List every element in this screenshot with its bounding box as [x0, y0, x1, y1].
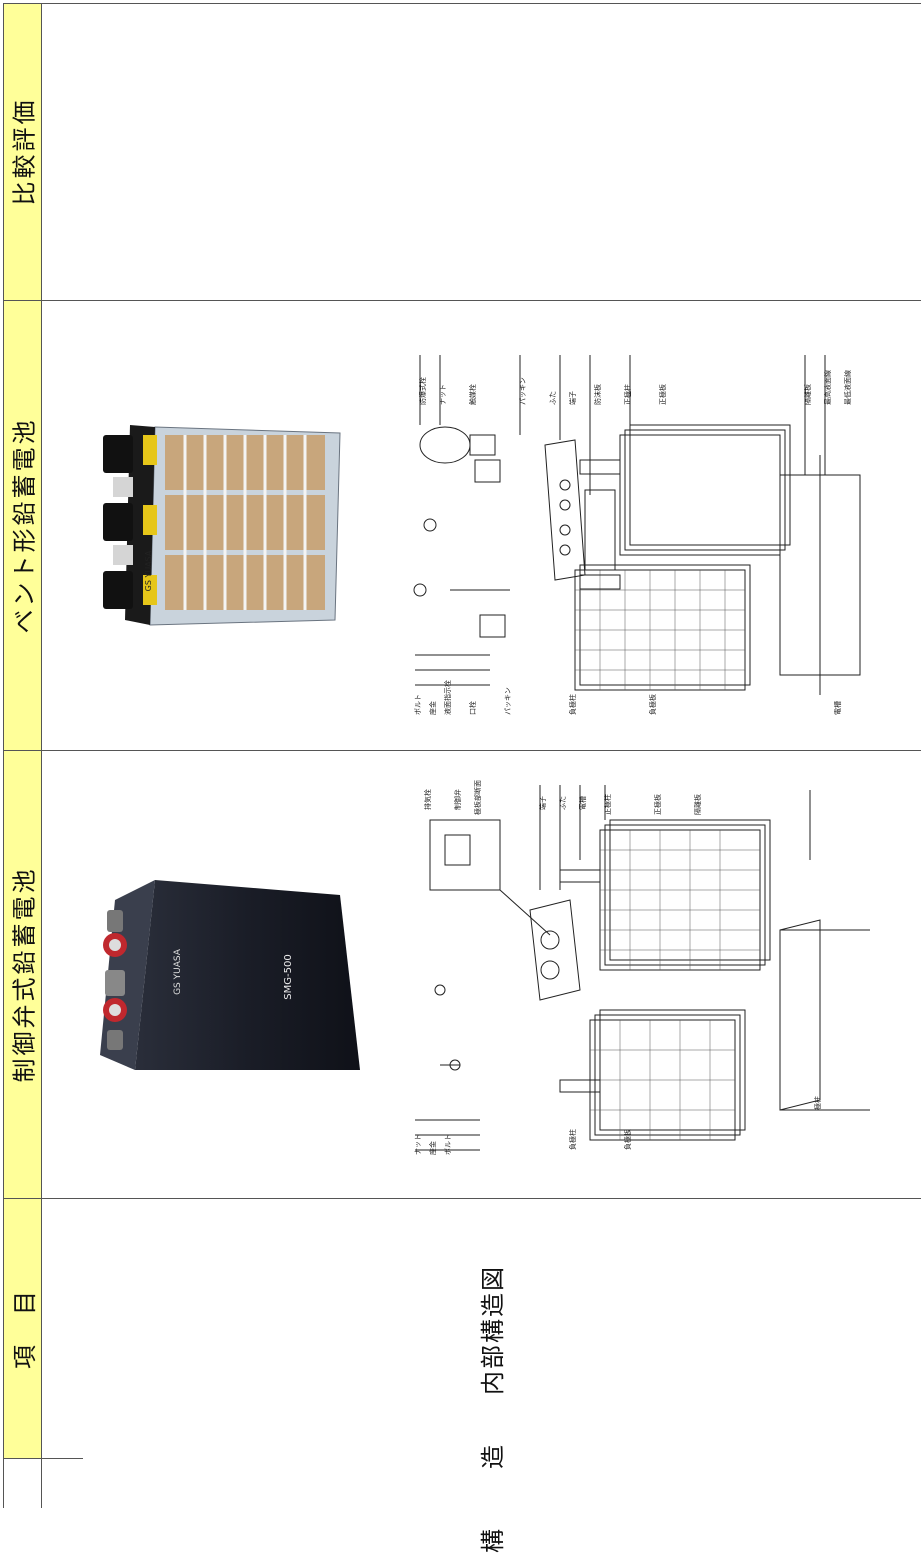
vrla-exploded-diagram-label: 正極柱: [603, 794, 612, 815]
vrla-terminal-icon: [103, 910, 127, 1050]
vrla-exploded-diagram-label: ナット: [414, 1134, 422, 1155]
vrla-exploded-diagram-label: 負極板: [623, 1129, 632, 1150]
vented-plate-stack-2: [574, 564, 751, 691]
header-item-label: 項 目: [10, 1287, 39, 1369]
vented-exploded-diagram-label: 防沫板: [593, 384, 602, 405]
vented-exploded-diagram-label: 座金: [428, 701, 437, 715]
vented-exploded-diagram: ボルト座金液面指示栓口栓パッキン負極柱負極板電槽防爆式栓ナット触媒栓パッキンふた…: [400, 345, 880, 725]
vrla-exploded-diagram-label: 端子: [538, 796, 547, 810]
vrla-exploded-diagram-label: 極板部断面の一例: [473, 780, 482, 815]
vrla-exploded-diagram-label: 正極板: [653, 794, 662, 815]
vrla-exploded-diagram-label: 負極柱: [568, 1129, 577, 1150]
header-vented-label: ベント形鉛蓄電池: [10, 417, 39, 633]
vented-exploded-diagram-label: 防爆式栓: [418, 377, 427, 405]
vrla-exploded-diagram-label: 座金: [428, 1141, 437, 1155]
vented-exploded-diagram-label: パッキン: [504, 687, 512, 715]
header-evaluation: 比較評価: [3, 3, 41, 300]
grid-header-right: [41, 3, 42, 1508]
header-item: 項 目: [3, 1198, 41, 1458]
vented-exploded-diagram-label: 触媒栓: [468, 384, 477, 405]
vented-exploded-diagram-label: 液面指示栓: [443, 680, 452, 715]
vrla-exploded-diagram-label: 制御弁: [453, 789, 462, 810]
vented-plate-stack-1: [619, 424, 791, 556]
vented-exploded-diagram-label: 最低液面線: [843, 370, 852, 405]
vrla-plate-stack-1: [589, 1009, 746, 1141]
grid-left: [3, 3, 4, 1508]
vrla-exploded-diagram-label: 極柱: [813, 1096, 822, 1110]
vented-exploded-diagram-label: 最高液面線: [823, 370, 832, 405]
header-vrla-label: 制御弁式鉛蓄電池: [10, 866, 39, 1082]
grid-row-3: [3, 1198, 921, 1199]
vented-exploded-diagram-label: 端子: [568, 391, 577, 405]
vented-exploded-diagram-label: 正極柱: [623, 384, 632, 405]
vrla-exploded-diagram-label: ふた: [559, 796, 567, 810]
vented-exploded-diagram-label: 正極板: [658, 384, 667, 405]
vented-exploded-diagram-label: 負極板: [648, 694, 657, 715]
vented-brand: GS YUASA: [144, 550, 153, 592]
vrla-model: SMG-500: [283, 954, 294, 1000]
vented-exploded-diagram-label: パッキン: [519, 377, 527, 405]
vented-exploded-diagram-label: ボルト: [414, 694, 422, 715]
vented-exploded-diagram-label: 負極柱: [568, 694, 577, 715]
vented-exploded-diagram-label: 口栓: [468, 701, 477, 715]
vented-exploded-diagram-label: 電槽: [833, 701, 842, 715]
grid-row-2: [3, 750, 921, 751]
grid-top: [3, 3, 921, 4]
side-label-text: 構 造: [478, 1427, 507, 1553]
vented-exploded-diagram-label: ナット: [439, 384, 447, 405]
vrla-exploded-diagram-label: 電槽: [578, 796, 587, 810]
vrla-exploded-diagram: ナット座金ボルト 排気栓 制御弁 端子ふた電槽 正極柱負極柱 隔離板 正極板負極板 極柱 極板部…: [400, 759, 870, 1160]
vented-exploded-diagram-label: ふた: [549, 391, 557, 405]
vrla-exploded-diagram-label: 隔離板: [693, 794, 702, 815]
grid-row-1: [3, 300, 921, 301]
vrla-brand: GS YUASA: [173, 949, 183, 995]
vrla-exploded-diagram-label: ボルト: [444, 1134, 452, 1155]
vented-terminal-icon: [103, 435, 133, 609]
row-label: 内部構造図: [475, 1260, 507, 1400]
vrla-exploded-diagram-label: 排気栓: [423, 789, 432, 810]
header-vrla: 制御弁式鉛蓄電池: [3, 750, 41, 1198]
vented-battery-photo: GS YUASA: [95, 415, 350, 630]
grid-row-4: [3, 1458, 83, 1459]
vrla-plate-stack-2: [599, 819, 771, 971]
header-vented: ベント形鉛蓄電池: [3, 300, 41, 750]
row-label-text: 内部構造図: [478, 1265, 507, 1395]
side-label: 構 造: [475, 1427, 507, 1553]
vrla-battery-photo: GS YUASA SMG-500: [95, 870, 370, 1095]
header-evaluation-label: 比較評価: [10, 97, 39, 206]
vented-exploded-diagram-label: 隔離板: [803, 384, 812, 405]
vented-plates: [165, 435, 325, 610]
